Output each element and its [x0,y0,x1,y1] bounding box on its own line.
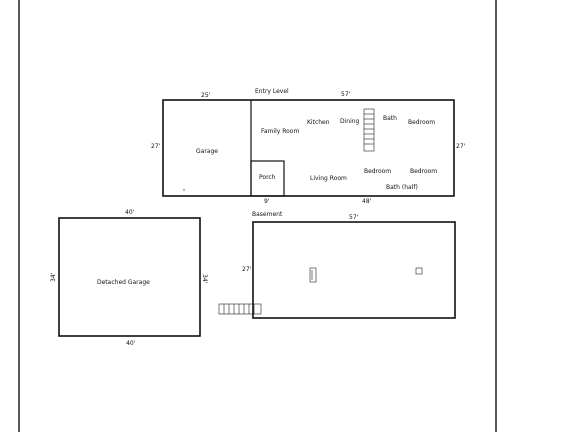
basement-stairs [218,303,262,315]
room-garage: Garage [196,148,218,155]
detached-garage-outline [58,217,201,337]
entry-stairs [363,108,375,152]
dim-bottom-porch: 9' [264,198,270,205]
basement-outline [252,221,456,319]
detached-dim-bottom: 40' [126,340,136,347]
dim-bottom-main: 48' [362,198,372,205]
room-kitchen: Kitchen [307,119,330,126]
room-bedroom-lower-left: Bedroom [364,168,391,175]
detached-garage-plan: Detached Garage 40' 40' 34' 34' [50,209,208,347]
entry-level-title: Entry Level [255,88,289,95]
porch-room [250,160,285,197]
utility-symbol-right [415,267,423,275]
room-bedroom-upper: Bedroom [408,119,435,126]
room-bath-half: Bath (half) [386,184,418,191]
entry-level-plan: Entry Level 25' 57' 27' 27' 9' 48' Garag… [151,88,466,205]
detached-dim-right: 34' [201,274,208,284]
basement-plan: Basement 57' 27' [218,211,456,319]
basement-dim-top: 57' [349,214,359,221]
basement-title: Basement [252,211,283,218]
dim-top-right: 57' [341,91,351,98]
dim-left: 27' [151,143,161,150]
room-family-room: Family Room [261,128,299,135]
detached-garage-label: Detached Garage [97,279,150,286]
room-porch: Porch [259,174,276,181]
detached-dim-left: 34' [50,272,57,282]
entry-level-outline [162,99,455,197]
dim-right: 27' [456,143,466,150]
room-bath: Bath [383,115,397,122]
speck-mark [183,189,185,191]
utility-symbol-left [309,267,317,283]
dim-top-left: 25' [201,92,211,99]
basement-dim-left: 27' [242,266,252,273]
room-dining: Dining [340,118,360,125]
detached-dim-top: 40' [125,209,135,216]
room-bedroom-lower-right: Bedroom [410,168,437,175]
room-living-room: Living Room [310,175,347,182]
